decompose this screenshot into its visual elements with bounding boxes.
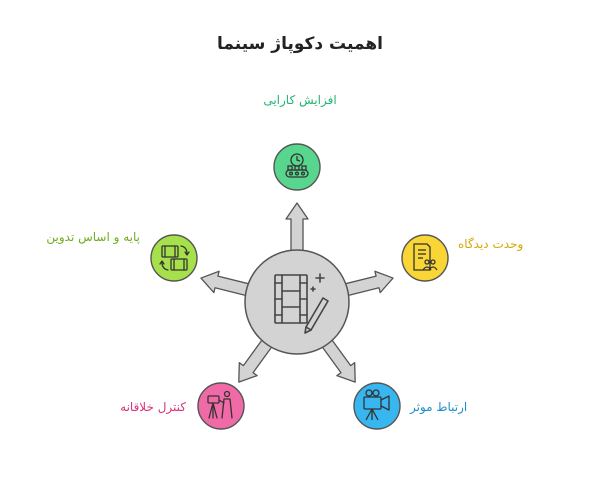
node-top: [273, 143, 321, 191]
film-reel-cycle-icon: [159, 245, 190, 271]
director-camera-icon: [207, 390, 233, 419]
label-bottom-left: کنترل خلاقانه: [120, 400, 186, 414]
production-line-icon: [285, 153, 309, 178]
film-camera-icon: [363, 389, 390, 421]
node-right: [401, 234, 449, 282]
arrow-top: [285, 202, 309, 256]
label-left: پایه و اساس تدوین: [46, 230, 140, 244]
arrow-bottom-left: [319, 335, 356, 383]
hub-circle: [244, 249, 350, 355]
label-bottom-right: ارتباط موثر: [410, 400, 468, 414]
document-team-icon: [413, 243, 438, 271]
label-top: افزایش کارایی: [263, 93, 337, 107]
node-left: [150, 234, 198, 282]
film-edit-icon: [274, 273, 329, 334]
arrow-left: [340, 270, 394, 298]
label-right: وحدت دیدگاه: [458, 237, 524, 251]
node-bottom-right: [353, 382, 401, 430]
diagram-title: اهمیت دکوپاژ سینما: [217, 34, 383, 54]
arrow-bottom-right: [238, 335, 275, 383]
node-bottom-left: [197, 382, 245, 430]
arrow-right: [200, 270, 254, 298]
